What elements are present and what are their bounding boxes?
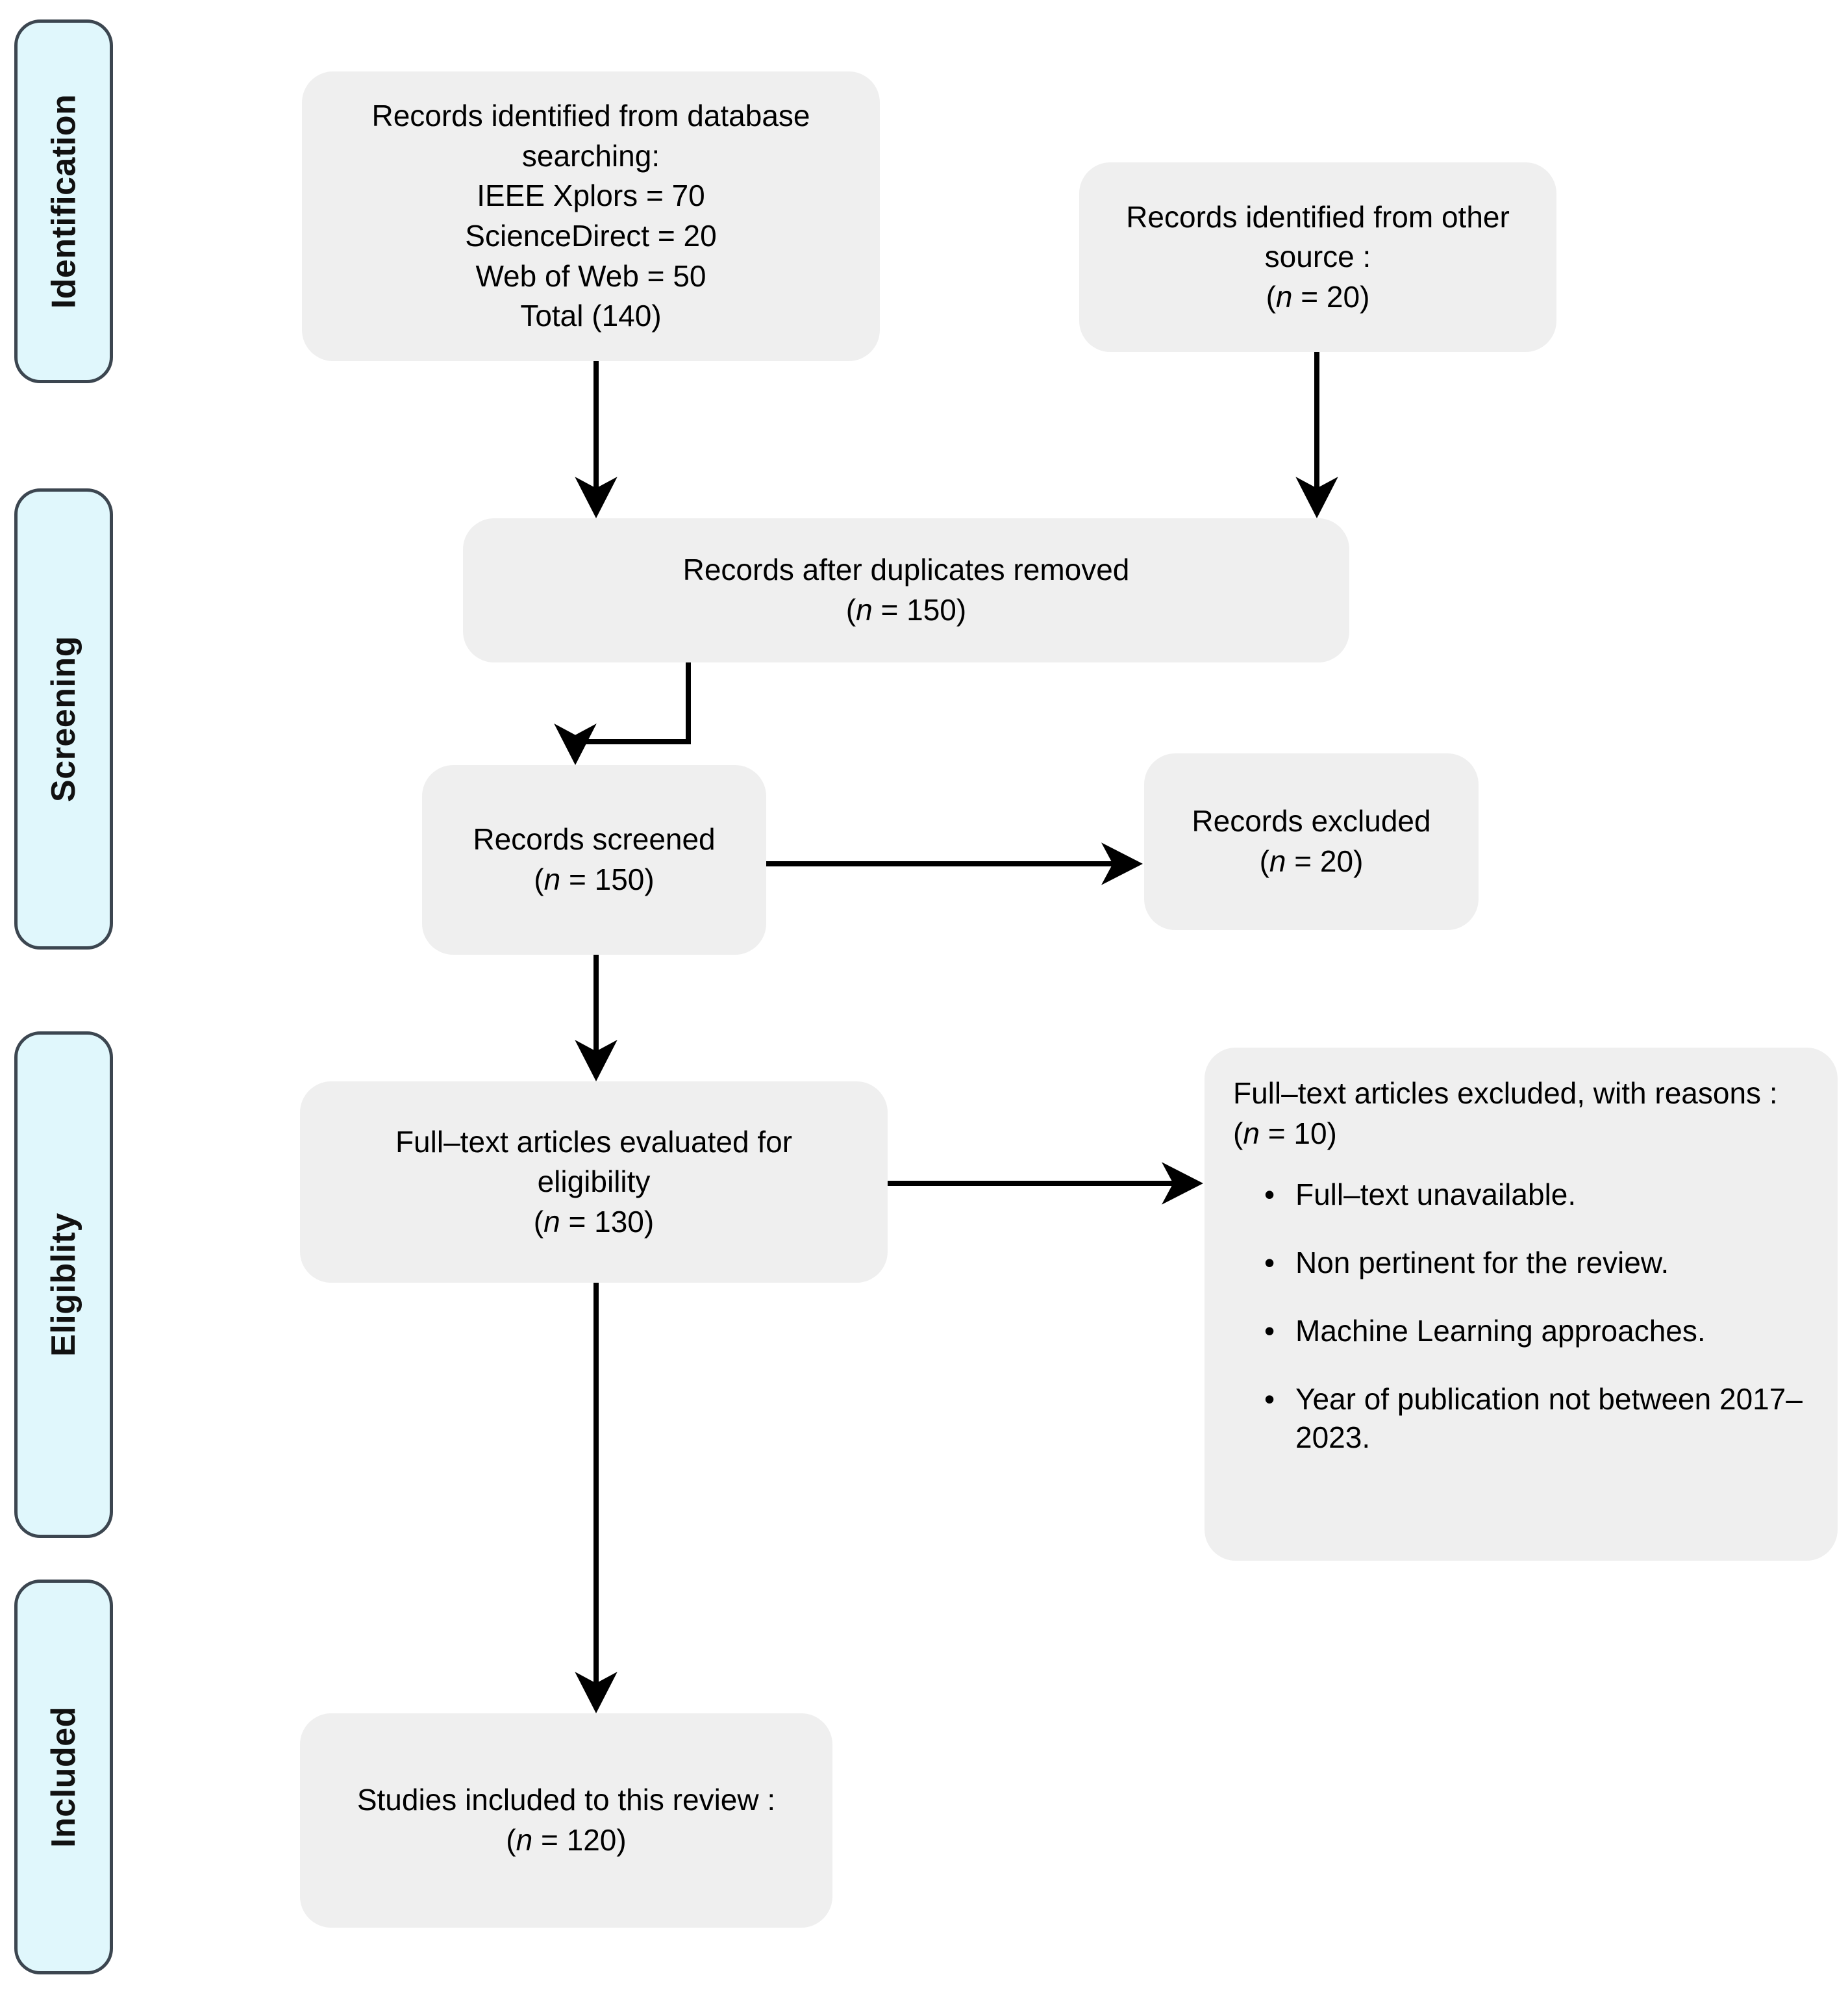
text-line: Records identified from other xyxy=(1126,199,1510,234)
count-prefix: ( xyxy=(1266,279,1276,314)
text-line: ScienceDirect = 20 xyxy=(465,219,717,253)
stage-pill-included: Included xyxy=(14,1580,113,1974)
count-value: 20 xyxy=(1319,844,1354,878)
count-variable: n xyxy=(1275,279,1293,314)
count-line: (n = 10) xyxy=(1233,1114,1809,1154)
stage-pill-screening: Screening xyxy=(14,488,113,950)
stage-label-included: Included xyxy=(45,1706,83,1848)
count-value: 150 xyxy=(594,863,645,896)
count-suffix: ) xyxy=(1327,1116,1337,1150)
text-line: Studies included to this review : xyxy=(356,1783,776,1817)
count-variable: n xyxy=(543,1204,560,1239)
stage-label-eligibility: Eligiblity xyxy=(45,1213,82,1357)
count-variable: n xyxy=(1269,844,1286,878)
box-records-screened-text: Records screened (n = 150) xyxy=(473,820,715,900)
text-line: Records after duplicates removed xyxy=(682,553,1130,587)
box-records-excluded: Records excluded (n = 20) xyxy=(1144,753,1479,930)
count-value: 20 xyxy=(1326,279,1360,314)
count-equals: = xyxy=(1259,1116,1294,1150)
text-line: Records screened xyxy=(473,822,716,857)
count-value: 150 xyxy=(906,593,956,627)
text-line: IEEE Xplors = 70 xyxy=(477,179,705,213)
text-line: Total (140) xyxy=(520,299,662,333)
text-line: Records identified from database xyxy=(371,99,810,133)
count-line: (n = 20) xyxy=(1126,277,1510,318)
box-records-identified-database-text: Records identified from database searchi… xyxy=(371,96,810,336)
count-suffix: ) xyxy=(956,593,967,627)
count-variable: n xyxy=(856,593,873,627)
count-value: 130 xyxy=(594,1204,644,1239)
count-value: 10 xyxy=(1293,1116,1327,1150)
count-variable: n xyxy=(543,863,561,896)
box-fulltext-articles-excluded-reasons: Full–text articles excluded, with reason… xyxy=(1205,1048,1838,1561)
box-fulltext-articles-evaluated: Full–text articles evaluated for eligibi… xyxy=(300,1081,888,1283)
arrow-duplicates-to-screened xyxy=(554,662,691,765)
box-studies-included: Studies included to this review : (n = 1… xyxy=(300,1713,832,1928)
count-suffix: ) xyxy=(616,1823,627,1857)
text-line: source : xyxy=(1264,240,1371,274)
stage-label-identification: Identification xyxy=(45,94,82,309)
box-records-after-duplicates-removed: Records after duplicates removed (n = 15… xyxy=(463,518,1349,662)
box-records-excluded-text: Records excluded (n = 20) xyxy=(1192,801,1430,881)
box-records-identified-database: Records identified from database searchi… xyxy=(302,71,880,361)
count-line: (n = 130) xyxy=(395,1202,792,1242)
list-item: Year of publication not between 2017–202… xyxy=(1264,1380,1809,1457)
stage-pill-eligibility: Eligiblity xyxy=(14,1031,113,1538)
count-prefix: ( xyxy=(533,1204,544,1239)
count-equals: = xyxy=(1286,844,1320,878)
stage-pill-identification: Identification xyxy=(14,19,113,383)
count-equals: = xyxy=(560,863,595,896)
text-line: Full–text articles excluded, with reason… xyxy=(1233,1076,1778,1110)
box-records-after-duplicates-removed-text: Records after duplicates removed (n = 15… xyxy=(683,550,1130,630)
count-prefix: ( xyxy=(534,863,544,896)
count-prefix: ( xyxy=(845,593,856,627)
exclusion-reason-list: Full–text unavailable. Non pertinent for… xyxy=(1233,1176,1809,1456)
count-line: (n = 150) xyxy=(683,590,1130,631)
box-records-identified-other-source: Records identified from other source : (… xyxy=(1079,162,1556,352)
text-line: Full–text articles evaluated for xyxy=(395,1124,793,1159)
box-records-identified-other-source-text: Records identified from other source : (… xyxy=(1126,197,1510,318)
text-line: searching: xyxy=(521,138,660,173)
count-variable: n xyxy=(516,1823,533,1857)
box-fulltext-excluded-heading: Full–text articles excluded, with reason… xyxy=(1233,1074,1809,1153)
count-equals: = xyxy=(1292,279,1327,314)
count-value: 120 xyxy=(566,1823,617,1857)
count-prefix: ( xyxy=(1233,1116,1243,1150)
box-fulltext-articles-evaluated-text: Full–text articles evaluated for eligibi… xyxy=(395,1122,792,1242)
list-item: Full–text unavailable. xyxy=(1264,1176,1809,1214)
count-equals: = xyxy=(560,1204,595,1239)
count-suffix: ) xyxy=(1360,279,1370,314)
box-records-screened: Records screened (n = 150) xyxy=(422,765,766,955)
count-suffix: ) xyxy=(644,863,655,896)
text-line: Records excluded xyxy=(1192,804,1431,838)
count-variable: n xyxy=(1243,1116,1260,1150)
list-item: Non pertinent for the review. xyxy=(1264,1244,1809,1282)
count-equals: = xyxy=(532,1823,567,1857)
stage-label-screening: Screening xyxy=(45,636,83,802)
list-item: Machine Learning approaches. xyxy=(1264,1312,1809,1350)
text-line: eligibility xyxy=(537,1165,651,1199)
box-studies-included-text: Studies included to this review : (n = 1… xyxy=(357,1780,775,1860)
count-suffix: ) xyxy=(643,1204,655,1239)
count-line: (n = 120) xyxy=(357,1820,775,1861)
count-prefix: ( xyxy=(1259,844,1269,878)
count-suffix: ) xyxy=(1353,844,1364,878)
count-line: (n = 150) xyxy=(473,860,715,900)
count-prefix: ( xyxy=(506,1823,516,1857)
text-line: Web of Web = 50 xyxy=(475,258,706,293)
count-line: (n = 20) xyxy=(1192,842,1430,882)
count-equals: = xyxy=(872,593,907,627)
